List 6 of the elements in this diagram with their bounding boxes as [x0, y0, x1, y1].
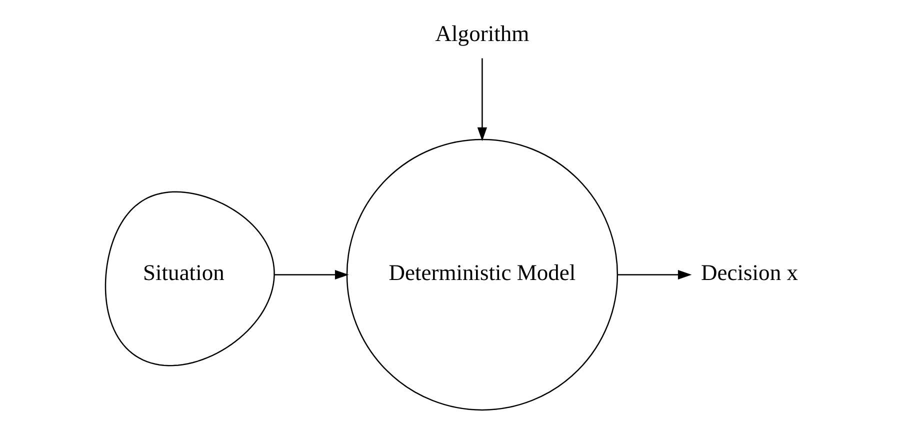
arrow — [477, 58, 488, 142]
arrow — [274, 270, 349, 280]
node-circle: Deterministic Model — [346, 138, 618, 411]
node-text: Decision x — [701, 260, 798, 286]
node-text: Algorithm — [435, 21, 530, 46]
arrow — [618, 270, 692, 280]
